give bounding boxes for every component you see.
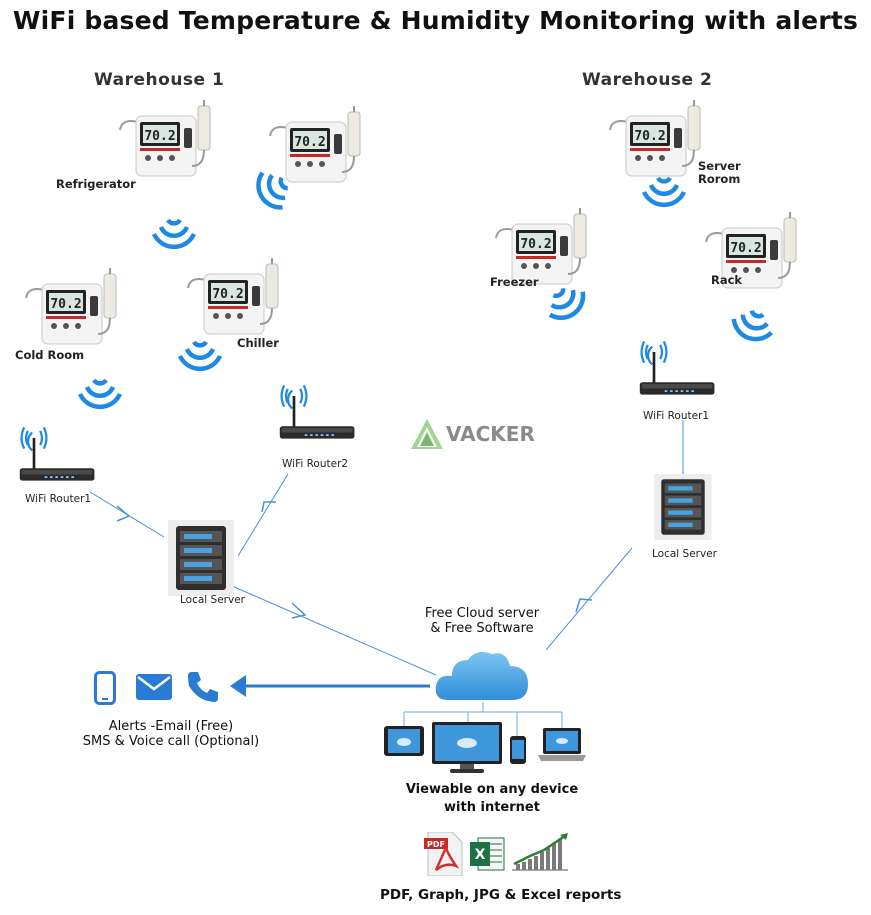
server-icon: [168, 520, 234, 596]
tablet-icon: [384, 726, 424, 756]
smartphone-icon: [510, 736, 526, 764]
wifi-signal-icon: [548, 288, 586, 321]
sensor-label-chiller: Chiller: [237, 336, 279, 350]
sensor-label-freezer: Freezer: [490, 275, 539, 289]
reports-caption: PDF, Graph, JPG & Excel reports: [380, 887, 622, 903]
server-icon: [650, 474, 716, 540]
wifi-router-icon: [18, 422, 98, 486]
phone-call-icon: [188, 672, 218, 702]
cloud-caption-line1: Free Cloud server: [424, 606, 540, 621]
devices-caption: Viewable on any device with internet: [396, 781, 588, 817]
warehouse-1-heading: Warehouse 1: [94, 70, 225, 90]
data-logger-warehouse1: [268, 106, 368, 186]
server-label-warehouse2: Local Server: [652, 548, 717, 560]
cloud-caption: Free Cloud server & Free Software: [412, 606, 552, 636]
devices-caption-line2: with internet: [444, 800, 540, 815]
wifi-signal-icon: [731, 309, 774, 342]
wifi-signal-icon: [77, 378, 123, 410]
wifi-signal-icon: [256, 171, 289, 210]
vacker-watermark: VACKER: [410, 418, 535, 450]
sensor-label-refrigerator: Refrigerator: [56, 177, 136, 191]
sensor-label-cold-room: Cold Room: [15, 348, 85, 362]
email-icon: [136, 674, 172, 700]
alerts-caption-line2: SMS & Voice call (Optional): [82, 734, 260, 749]
data-logger-chiller: [186, 258, 286, 338]
wifi-signal-icon: [151, 218, 197, 250]
excel-file-icon: X: [470, 837, 505, 871]
sensor-label-server-room: Server Rorom: [698, 159, 741, 186]
wifi-router-icon: [638, 336, 718, 400]
data-logger-cold-room: [24, 268, 124, 348]
vacker-logo-icon: [411, 419, 443, 449]
data-logger-server-room: [608, 100, 708, 180]
warehouse-2-heading: Warehouse 2: [582, 70, 713, 90]
growth-graph-icon: [512, 833, 568, 871]
server-label-warehouse1: Local Server: [180, 594, 245, 606]
monitor-icon: [432, 722, 502, 773]
wifi-signal-icon: [177, 340, 223, 372]
devices-caption-line1: Viewable on any device: [405, 782, 579, 797]
router-label-w2-router1: WiFi Router1: [643, 410, 710, 422]
alerts-caption-line1: Alerts -Email (Free): [108, 719, 234, 734]
wifi-router-icon: [278, 380, 358, 444]
mobile-phone-icon: [94, 671, 116, 705]
pdf-file-icon: PDF: [424, 832, 463, 876]
laptop-icon: [538, 728, 586, 761]
pdf-label: PDF: [427, 840, 445, 849]
router-label-w1-router2: WiFi Router2: [282, 458, 349, 470]
diagram-title: WiFi based Temperature & Humidity Monito…: [12, 6, 859, 35]
wifi-signal-icon: [641, 176, 687, 208]
sensor-label-rack: Rack: [711, 273, 743, 287]
router-label-w1-router1: WiFi Router1: [25, 493, 92, 505]
cloud-icon: [435, 652, 528, 700]
vacker-logo-text: VACKER: [446, 422, 535, 446]
data-logger-refrigerator: [118, 100, 218, 180]
alerts-caption: Alerts -Email (Free) SMS & Voice call (O…: [78, 719, 264, 749]
cloud-caption-line2: & Free Software: [430, 621, 534, 636]
excel-label: X: [475, 847, 486, 863]
